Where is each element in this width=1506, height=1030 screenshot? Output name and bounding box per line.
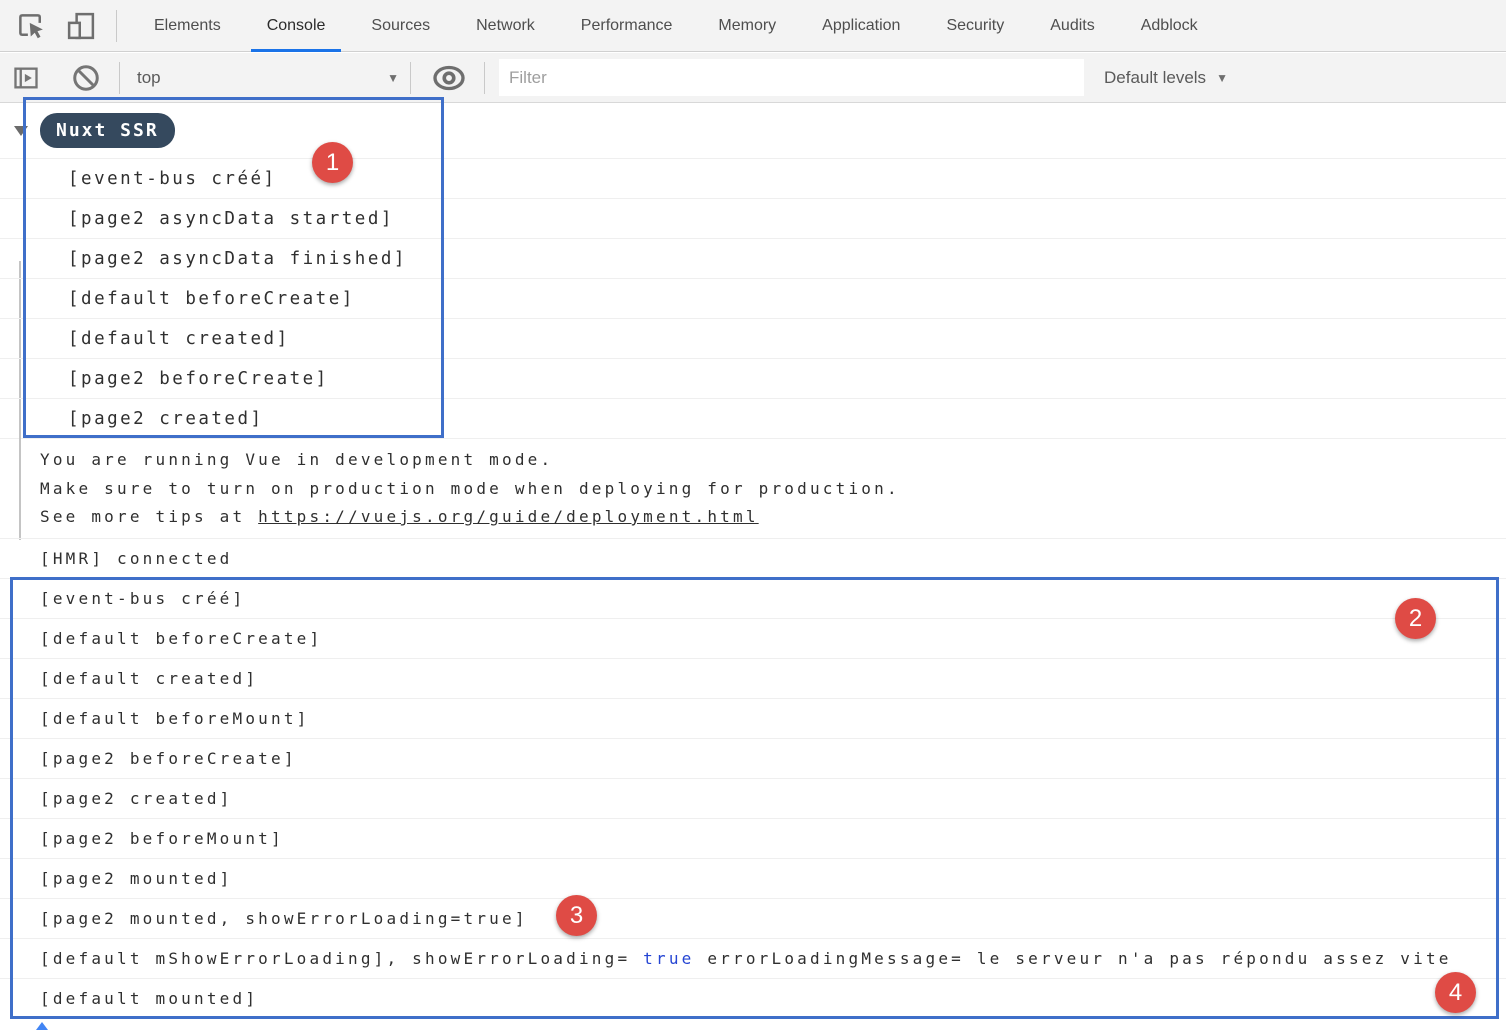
tab-application[interactable]: Application bbox=[822, 16, 901, 34]
collapse-triangle-icon[interactable] bbox=[14, 125, 28, 136]
collapsed-entry-arrow-icon[interactable] bbox=[36, 1022, 48, 1030]
toolbar-divider bbox=[119, 61, 120, 94]
log-text: errorLoadingMessage= le serveur n'a pas … bbox=[694, 949, 1452, 968]
warning-line: Make sure to turn on production mode whe… bbox=[40, 478, 900, 498]
log-levels-value: Default levels bbox=[1104, 67, 1207, 87]
nuxt-ssr-badge: Nuxt SSR bbox=[40, 113, 175, 148]
devtools-tabbar: Elements Console Sources Network Perform… bbox=[0, 0, 1506, 52]
warning-line: You are running Vue in development mode. bbox=[40, 450, 554, 469]
clear-console-icon[interactable] bbox=[69, 61, 103, 95]
context-select-value: top bbox=[137, 67, 161, 87]
tab-audits[interactable]: Audits bbox=[1050, 16, 1095, 34]
chevron-down-icon: ▼ bbox=[387, 70, 399, 85]
hmr-connected-line: [HMR] connected bbox=[0, 538, 1506, 578]
console-log-line: [page2 created] bbox=[0, 778, 1506, 818]
warning-line: See more tips at https://vuejs.org/guide… bbox=[40, 507, 759, 526]
console-log: Nuxt SSR [event-bus créé] [page2 asyncDa… bbox=[0, 103, 1506, 1018]
console-error-loading-line: [default mShowErrorLoading], showErrorLo… bbox=[0, 938, 1506, 978]
console-log-line: [default mounted] bbox=[0, 978, 1506, 1018]
device-toolbar-icon[interactable] bbox=[62, 8, 100, 44]
toolbar-divider bbox=[484, 61, 485, 94]
console-log-line: [default beforeMount] bbox=[0, 698, 1506, 738]
console-group-header[interactable]: Nuxt SSR bbox=[0, 103, 1506, 158]
console-log-line: [event-bus créé] bbox=[0, 158, 1506, 198]
log-text: [default mShowErrorLoading], showErrorLo… bbox=[40, 949, 644, 968]
toolbar-divider bbox=[410, 61, 411, 94]
console-log-line: [event-bus créé] bbox=[0, 578, 1506, 618]
vuejs-deployment-link[interactable]: https://vuejs.org/guide/deployment.html bbox=[258, 507, 759, 526]
live-expression-eye-icon[interactable] bbox=[430, 62, 468, 94]
vue-dev-mode-warning: You are running Vue in development mode.… bbox=[0, 438, 1506, 538]
console-toolbar: top ▼ Default levels ▼ bbox=[0, 53, 1506, 103]
toolbar-divider bbox=[116, 9, 117, 42]
tab-console[interactable]: Console bbox=[250, 0, 342, 52]
group-indent-guide bbox=[19, 261, 21, 540]
console-log-line: [page2 mounted] bbox=[0, 858, 1506, 898]
console-log-line: [page2 beforeCreate] bbox=[0, 738, 1506, 778]
tab-elements[interactable]: Elements bbox=[154, 16, 221, 34]
boolean-value: true bbox=[643, 949, 695, 968]
console-sidebar-toggle-icon[interactable] bbox=[10, 62, 42, 94]
tab-sources[interactable]: Sources bbox=[371, 16, 431, 34]
log-levels-select[interactable]: Default levels ▼ bbox=[1104, 68, 1228, 88]
console-log-line: [default beforeCreate] bbox=[0, 618, 1506, 658]
console-log-line: [default created] bbox=[0, 658, 1506, 698]
devtools-tabs: Elements Console Sources Network Perform… bbox=[154, 0, 1198, 52]
tab-memory[interactable]: Memory bbox=[718, 16, 777, 34]
console-log-line: [page2 created] bbox=[0, 398, 1506, 438]
chevron-down-icon: ▼ bbox=[1216, 70, 1228, 85]
tab-performance[interactable]: Performance bbox=[580, 16, 673, 34]
console-log-line: [page2 beforeCreate] bbox=[0, 358, 1506, 398]
tab-security[interactable]: Security bbox=[946, 16, 1005, 34]
inspect-element-icon[interactable] bbox=[12, 8, 50, 44]
console-log-line: [page2 asyncData started] bbox=[0, 198, 1506, 238]
console-log-line: [page2 mounted, showErrorLoading=true] bbox=[0, 898, 1506, 938]
console-log-line: [default beforeCreate] bbox=[0, 278, 1506, 318]
tab-network[interactable]: Network bbox=[476, 16, 535, 34]
console-log-line: [page2 asyncData finished] bbox=[0, 238, 1506, 278]
javascript-context-select[interactable]: top ▼ bbox=[137, 68, 399, 88]
console-log-line: [default created] bbox=[0, 318, 1506, 358]
console-log-line: [page2 beforeMount] bbox=[0, 818, 1506, 858]
tab-adblock[interactable]: Adblock bbox=[1140, 16, 1198, 34]
filter-input[interactable] bbox=[499, 59, 1084, 96]
